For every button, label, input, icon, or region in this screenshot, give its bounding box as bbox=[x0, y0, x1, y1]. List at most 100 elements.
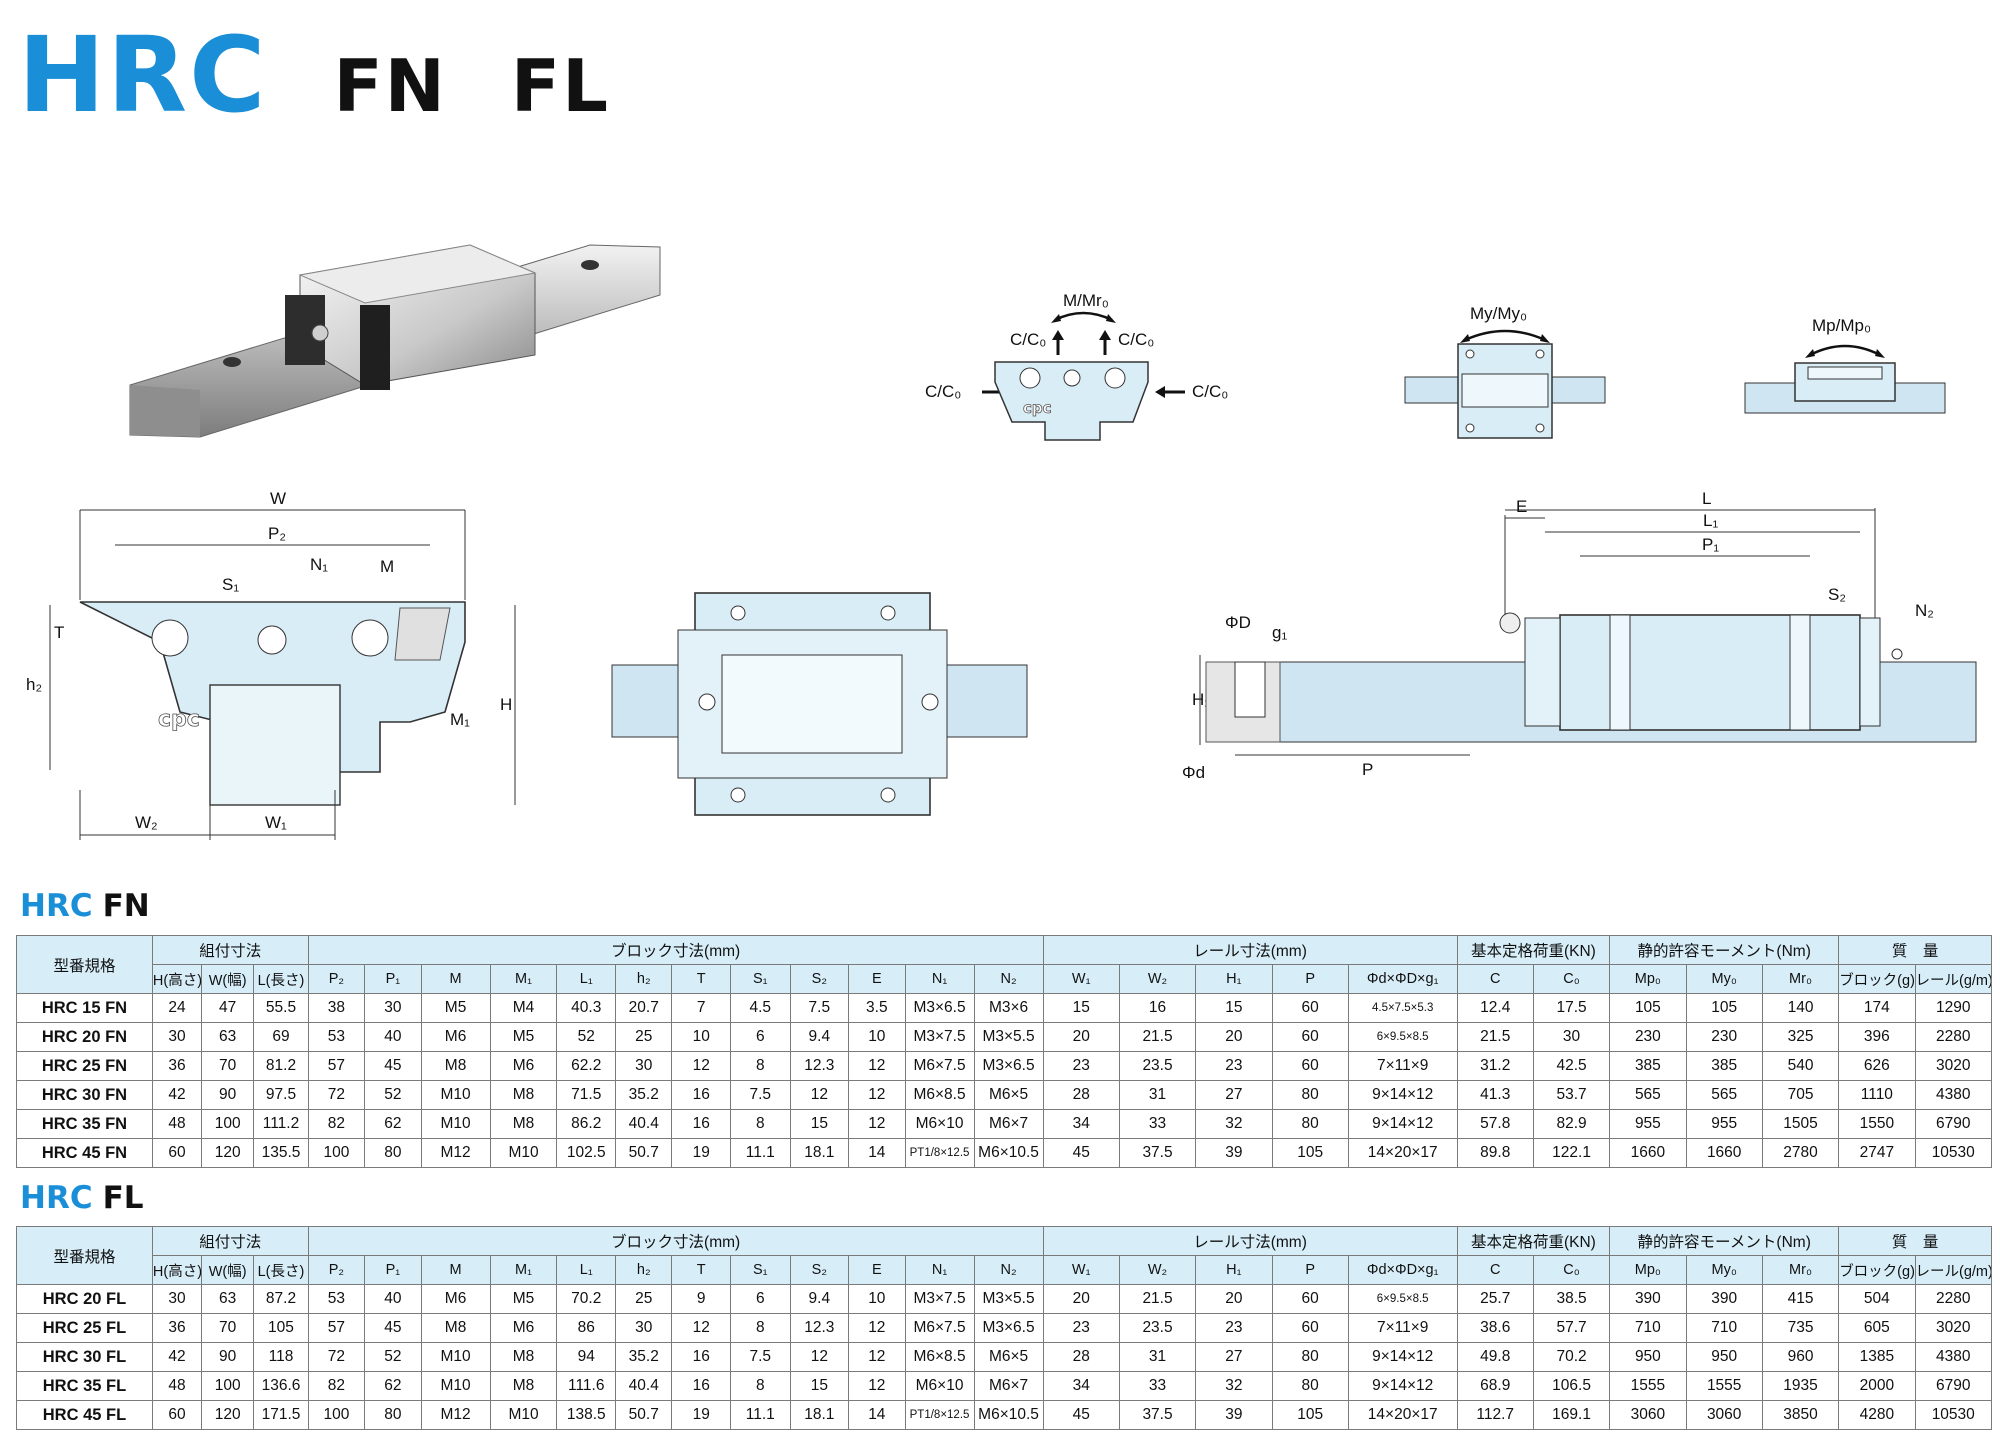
value-cell: 230 bbox=[1609, 1022, 1687, 1052]
value-cell: 17.5 bbox=[1532, 993, 1611, 1023]
column-header: S₁ bbox=[729, 964, 791, 994]
value-cell: 8 bbox=[729, 1051, 791, 1081]
value-cell: 7.5 bbox=[729, 1342, 791, 1372]
front-view-drawing: W P₂ M N₁ S₁ T h₂ M₁ H cpc W₂ W₁ bbox=[26, 490, 516, 840]
value-cell: 33 bbox=[1118, 1109, 1197, 1139]
value-cell: 12 bbox=[848, 1109, 906, 1139]
column-header: S₂ bbox=[789, 1255, 850, 1285]
value-cell: 385 bbox=[1685, 1051, 1763, 1081]
value-cell: 415 bbox=[1761, 1284, 1840, 1314]
dim-N1: N₁ bbox=[310, 555, 328, 574]
value-cell: 3060 bbox=[1609, 1400, 1687, 1430]
value-cell: 105 bbox=[253, 1313, 309, 1343]
column-header: C₀ bbox=[1532, 964, 1611, 994]
dim-H: H bbox=[500, 695, 512, 714]
value-cell: 118 bbox=[253, 1342, 309, 1372]
value-cell: 52 bbox=[364, 1342, 422, 1372]
header-assembly: 組付寸法 bbox=[151, 1226, 309, 1256]
value-cell: 68.9 bbox=[1456, 1371, 1534, 1401]
value-cell: 6790 bbox=[1914, 1109, 1992, 1139]
value-cell: 52 bbox=[364, 1080, 422, 1110]
value-cell: 30 bbox=[614, 1051, 673, 1081]
header-mass: 質 量 bbox=[1838, 1226, 1992, 1256]
value-cell: 100 bbox=[201, 1371, 255, 1401]
value-cell: 94 bbox=[556, 1342, 616, 1372]
value-cell: 23 bbox=[1195, 1313, 1273, 1343]
table-fn-suffix: FN bbox=[102, 888, 150, 924]
dim-h2: h₂ bbox=[26, 675, 42, 694]
value-cell: 38.6 bbox=[1456, 1313, 1534, 1343]
value-cell: 16 bbox=[1118, 993, 1197, 1023]
column-header: C₀ bbox=[1532, 1255, 1611, 1285]
value-cell: 28 bbox=[1042, 1080, 1120, 1110]
column-header: ブロック(g) bbox=[1838, 964, 1916, 994]
value-cell: 27 bbox=[1195, 1342, 1273, 1372]
value-cell: 19 bbox=[671, 1138, 731, 1168]
value-cell: PT1/8×12.5 bbox=[904, 1400, 975, 1430]
value-cell: 32 bbox=[1195, 1109, 1273, 1139]
column-header: N₁ bbox=[904, 1255, 975, 1285]
value-cell: M6×8.5 bbox=[904, 1080, 975, 1110]
load-cc-left-label: C/C₀ bbox=[1010, 330, 1046, 349]
value-cell: 4.5 bbox=[729, 993, 791, 1023]
value-cell: M10 bbox=[420, 1080, 491, 1110]
value-cell: 30 bbox=[364, 993, 422, 1023]
value-cell: 80 bbox=[1271, 1342, 1349, 1372]
column-header: M bbox=[420, 1255, 491, 1285]
value-cell: 45 bbox=[364, 1051, 422, 1081]
value-cell: 21.5 bbox=[1118, 1284, 1197, 1314]
value-cell: 4280 bbox=[1838, 1400, 1916, 1430]
value-cell: 40 bbox=[364, 1022, 422, 1052]
value-cell: 2000 bbox=[1838, 1371, 1916, 1401]
value-cell: M8 bbox=[420, 1313, 491, 1343]
value-cell: 60 bbox=[1271, 1022, 1349, 1052]
value-cell: M3×6.5 bbox=[973, 1051, 1044, 1081]
value-cell: 3850 bbox=[1761, 1400, 1840, 1430]
value-cell: 1290 bbox=[1914, 993, 1992, 1023]
column-header: My₀ bbox=[1685, 1255, 1763, 1285]
value-cell: 41.3 bbox=[1456, 1080, 1534, 1110]
column-header: W(幅) bbox=[201, 1255, 255, 1285]
column-header: Mp₀ bbox=[1609, 964, 1687, 994]
value-cell: 7.5 bbox=[729, 1080, 791, 1110]
value-cell: 14 bbox=[848, 1400, 906, 1430]
dim-phiD: ΦD bbox=[1225, 613, 1251, 632]
value-cell: 960 bbox=[1761, 1342, 1840, 1372]
value-cell: 69 bbox=[253, 1022, 309, 1052]
value-cell: 53.7 bbox=[1532, 1080, 1611, 1110]
dim-M: M bbox=[380, 557, 394, 576]
value-cell: 565 bbox=[1609, 1080, 1687, 1110]
value-cell: M8 bbox=[489, 1080, 558, 1110]
value-cell: M6×7.5 bbox=[904, 1313, 975, 1343]
load-my-label: My/My₀ bbox=[1470, 304, 1527, 323]
value-cell: M6×5 bbox=[973, 1342, 1044, 1372]
value-cell: 82 bbox=[307, 1109, 366, 1139]
value-cell: 63 bbox=[201, 1022, 255, 1052]
value-cell: 20 bbox=[1195, 1284, 1273, 1314]
value-cell: M6×10.5 bbox=[973, 1138, 1044, 1168]
value-cell: 80 bbox=[1271, 1371, 1349, 1401]
header-load: 基本定格荷重(KN) bbox=[1456, 935, 1611, 965]
value-cell: M6×7.5 bbox=[904, 1051, 975, 1081]
column-header: E bbox=[848, 964, 906, 994]
value-cell: 6×9.5×8.5 bbox=[1347, 1284, 1458, 1314]
value-cell: 12 bbox=[789, 1080, 850, 1110]
value-cell: 710 bbox=[1609, 1313, 1687, 1343]
spec-table-fn: 型番規格組付寸法ブロック寸法(mm)レール寸法(mm)基本定格荷重(KN)静的許… bbox=[16, 935, 1992, 1168]
value-cell: 16 bbox=[671, 1109, 731, 1139]
column-header: W(幅) bbox=[201, 964, 255, 994]
value-cell: 112.7 bbox=[1456, 1400, 1534, 1430]
value-cell: M12 bbox=[420, 1400, 491, 1430]
dim-W2: W₂ bbox=[135, 813, 158, 832]
load-diagram-pitch: Mp/Mp₀ bbox=[1744, 316, 1946, 414]
value-cell: 40.4 bbox=[614, 1109, 673, 1139]
value-cell: 42 bbox=[151, 1342, 203, 1372]
value-cell: 82 bbox=[307, 1371, 366, 1401]
load-mmr-label: M/Mr₀ bbox=[1063, 291, 1109, 310]
value-cell: 35.2 bbox=[614, 1342, 673, 1372]
value-cell: M5 bbox=[489, 1284, 558, 1314]
value-cell: 27 bbox=[1195, 1080, 1273, 1110]
